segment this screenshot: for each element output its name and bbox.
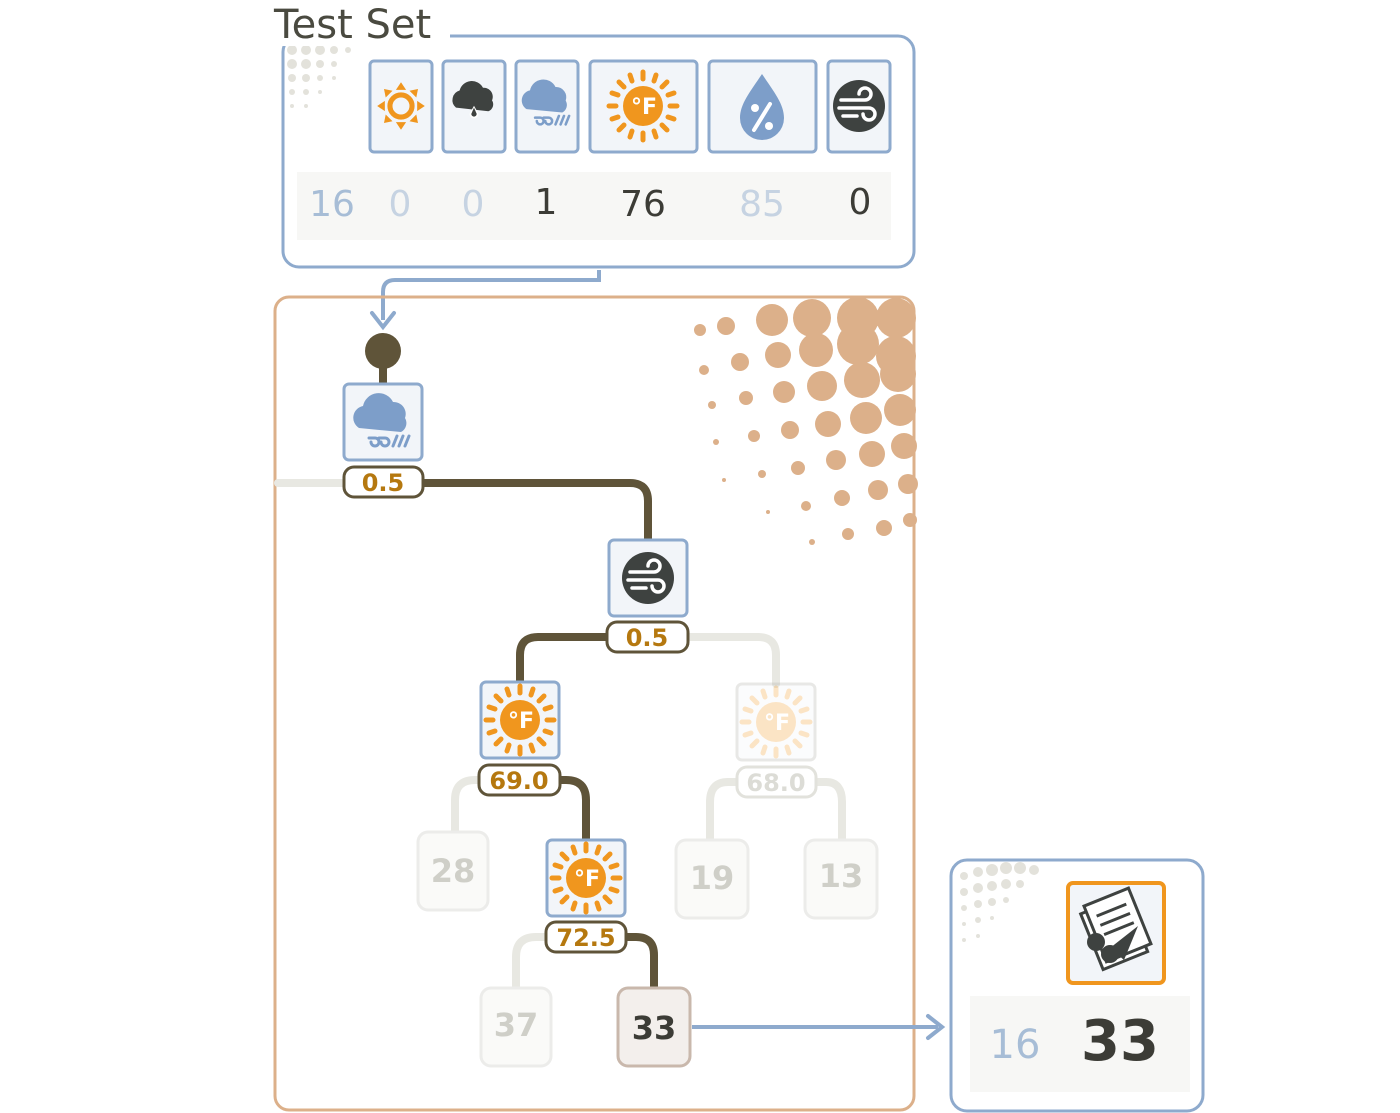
threshold-label-root: 0.5 xyxy=(362,469,405,497)
threshold-label-wind: 0.5 xyxy=(626,624,669,652)
feature-value-wind: 0 xyxy=(849,182,872,223)
result-panel: 16 33 xyxy=(949,858,1205,1113)
feature-value-cloud-wind: 1 xyxy=(535,182,558,223)
feature-header-cloud-wind xyxy=(514,59,580,154)
threshold-label-temperature-deep: 72.5 xyxy=(556,924,615,952)
halftone-decoration-top xyxy=(287,45,351,108)
tree-panel-border xyxy=(273,295,916,1112)
result-predicted-value: 33 xyxy=(1081,1009,1159,1074)
test-set-panel: Test Set 16 0 0 1 7 xyxy=(268,2,916,269)
leaf-node-19: 19 xyxy=(674,838,750,920)
feature-value-temperature: 76 xyxy=(620,184,666,225)
threshold-label-temperature-right: 68.0 xyxy=(746,769,805,797)
root-entry-node xyxy=(365,333,401,369)
test-row-background xyxy=(297,172,891,240)
halftone-decoration-orange xyxy=(694,297,918,545)
leaf-value: 19 xyxy=(690,859,735,897)
leaf-node-37: 37 xyxy=(479,986,553,1068)
test-set-border xyxy=(281,34,916,269)
leaf-value: 33 xyxy=(632,1009,677,1047)
test-set-title: Test Set xyxy=(273,2,431,48)
result-icon-tile xyxy=(1066,881,1166,985)
feature-header-humidity xyxy=(707,59,818,154)
feature-value-rain: 0 xyxy=(462,184,485,225)
input-connector xyxy=(381,270,601,320)
active-path xyxy=(379,361,658,992)
halftone-decoration-result xyxy=(960,862,1039,942)
feature-header-sun xyxy=(368,59,434,154)
feature-header-temperature xyxy=(588,59,699,154)
output-arrowhead xyxy=(926,1014,946,1040)
leaf-value: 13 xyxy=(819,857,864,895)
leaf-value: 37 xyxy=(494,1006,539,1044)
threshold-label-temperature-left: 69.0 xyxy=(489,767,548,795)
feature-header-rain xyxy=(441,59,507,154)
result-row-index: 16 xyxy=(990,1022,1041,1068)
input-arrowhead xyxy=(370,311,396,331)
wind-icon xyxy=(831,78,887,134)
result-panel-border xyxy=(949,858,1205,1113)
feature-value-sun: 0 xyxy=(389,184,412,225)
feature-header-wind xyxy=(826,59,892,154)
tree-panel: 0.5 0.5 69.0 68.0 xyxy=(273,295,918,1112)
tree-node-temperature-deep: 72.5 xyxy=(544,838,628,954)
tree-node-wind: 0.5 xyxy=(605,538,690,654)
tree-node-root: 0.5 xyxy=(342,382,425,499)
tree-node-temperature-left: 69.0 xyxy=(477,680,562,797)
tree-node-temperature-right xyxy=(735,682,817,762)
leaf-node-33-active: 33 xyxy=(616,986,692,1068)
wind-icon xyxy=(620,550,676,606)
inactive-branches xyxy=(274,479,846,992)
result-row-background xyxy=(970,996,1190,1092)
tree-node-temperature-right-threshold: 68.0 xyxy=(735,765,818,799)
leaf-node-28: 28 xyxy=(416,830,490,912)
leaf-value: 28 xyxy=(431,852,476,890)
leaf-node-13: 13 xyxy=(803,838,879,920)
test-row-index: 16 xyxy=(309,184,355,225)
feature-value-humidity: 85 xyxy=(739,184,785,225)
